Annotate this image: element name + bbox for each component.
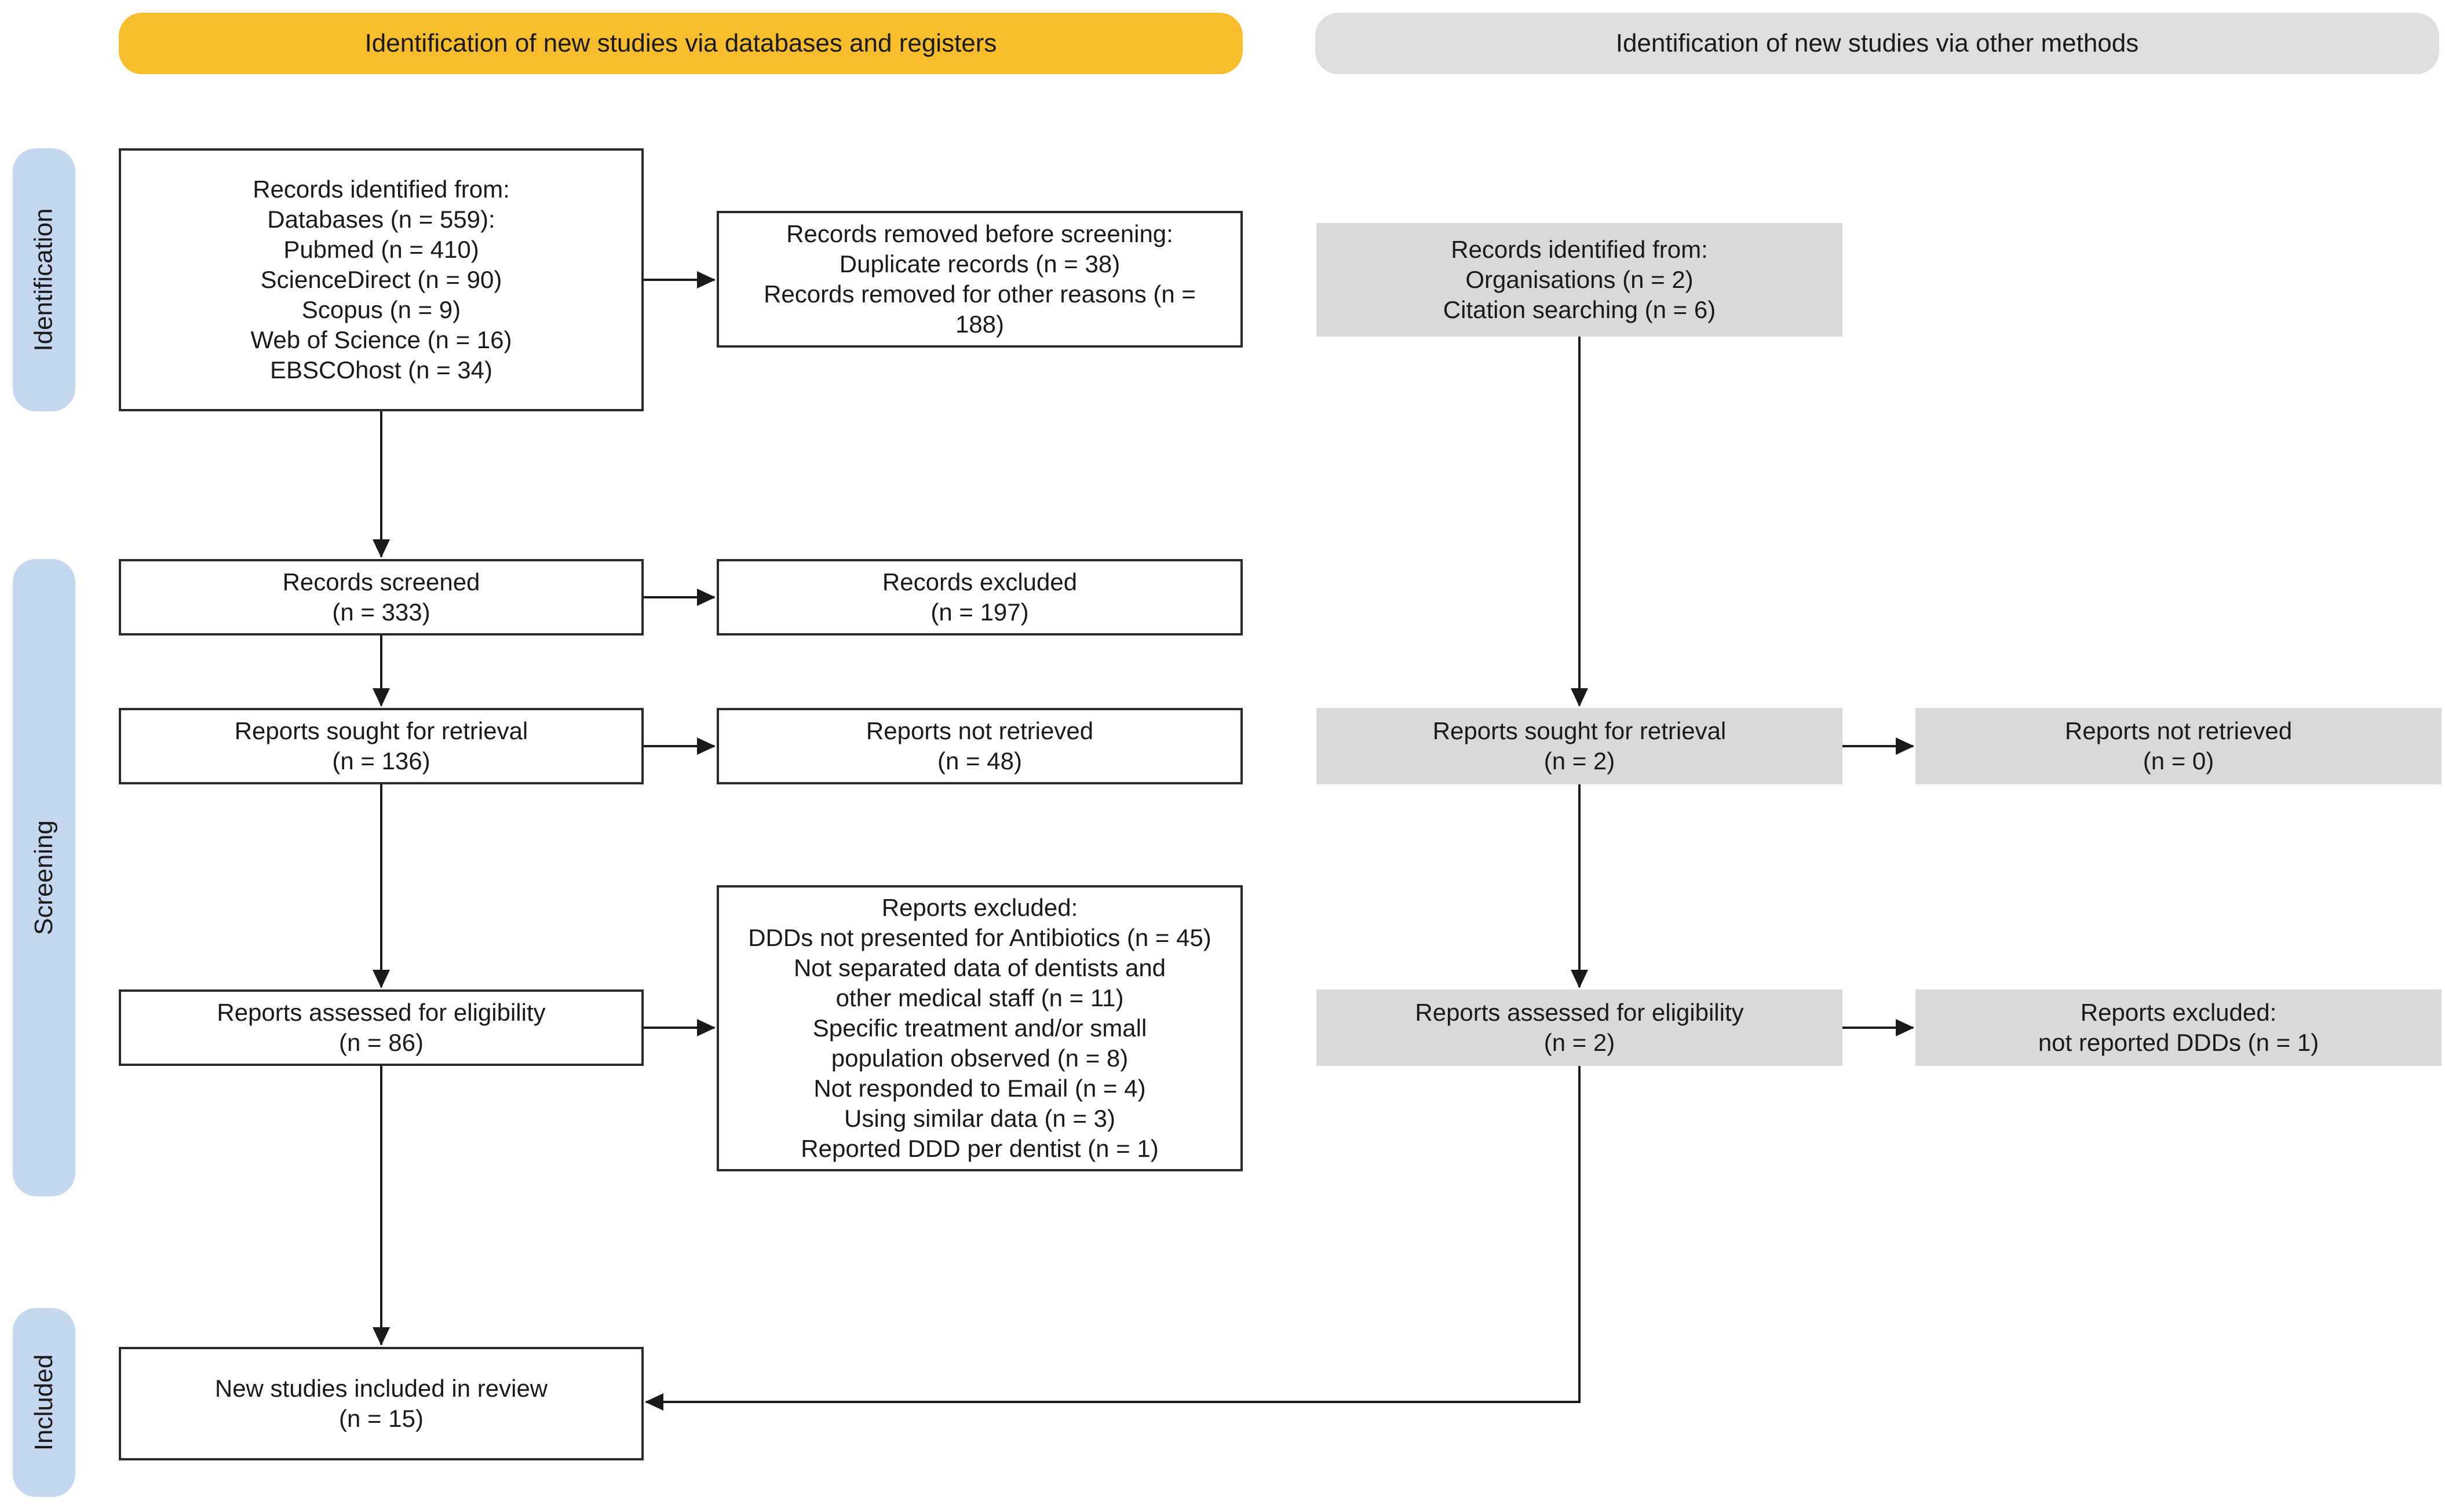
box-line: Records identified from: xyxy=(253,176,510,203)
box-line: Records removed before screening: xyxy=(786,220,1173,247)
box-line: other medical staff (n = 11) xyxy=(835,984,1124,1011)
box-line: Web of Science (n = 16) xyxy=(250,326,512,353)
box-line: Records excluded xyxy=(882,568,1078,596)
reports-excluded-other-box: Reports excluded: not reported DDDs (n =… xyxy=(1915,989,2442,1066)
box-line: Reports not retrieved xyxy=(866,717,1094,744)
stage-included: Included xyxy=(13,1308,75,1497)
box-line: Records removed for other reasons (n = xyxy=(764,280,1196,308)
box-line: Citation searching (n = 6) xyxy=(1443,296,1716,323)
box-line: Reports assessed for eligibility xyxy=(1415,999,1744,1026)
box-line: population observed (n = 8) xyxy=(831,1044,1129,1072)
box-line: (n = 86) xyxy=(339,1029,424,1056)
box-line: Reports excluded: xyxy=(881,894,1078,921)
box-line: Pubmed (n = 410) xyxy=(283,236,479,263)
box-line: Reported DDD per dentist (n = 1) xyxy=(801,1135,1159,1162)
box-line: (n = 0) xyxy=(2143,747,2214,775)
box-line: Records screened xyxy=(282,568,480,596)
header-other-methods: Identification of new studies via other … xyxy=(1315,13,2439,74)
reports-assessed-other-box: Reports assessed for eligibility (n = 2) xyxy=(1316,989,1842,1066)
box-line: Databases (n = 559): xyxy=(267,206,495,233)
box-line: Specific treatment and/or small xyxy=(812,1014,1147,1042)
box-line: Records identified from: xyxy=(1451,236,1708,263)
reports-sought-other-box: Reports sought for retrieval (n = 2) xyxy=(1316,708,1842,784)
reports-not-retrieved-databases-box: Reports not retrieved (n = 48) xyxy=(717,708,1243,784)
box-line: Scopus (n = 9) xyxy=(301,296,461,323)
box-line: ScienceDirect (n = 90) xyxy=(260,266,502,293)
header-databases-label: Identification of new studies via databa… xyxy=(364,29,997,57)
box-line: Not separated data of dentists and xyxy=(793,954,1166,981)
box-line: DDDs not presented for Antibiotics (n = … xyxy=(748,924,1211,951)
box-line: Organisations (n = 2) xyxy=(1465,266,1694,293)
box-line: 188) xyxy=(955,311,1005,338)
stage-identification: Identification xyxy=(13,148,75,411)
records-screened-box: Records screened (n = 333) xyxy=(119,559,644,636)
box-line: (n = 2) xyxy=(1543,1029,1615,1056)
records-identified-databases-box: Records identified from: Databases (n = … xyxy=(119,148,644,411)
box-line: EBSCOhost (n = 34) xyxy=(269,356,492,384)
box-line: Not responded to Email (n = 4) xyxy=(813,1075,1146,1102)
box-line: (n = 48) xyxy=(937,747,1022,775)
studies-included-box: New studies included in review (n = 15) xyxy=(119,1347,644,1460)
records-removed-box: Records removed before screening: Duplic… xyxy=(717,211,1243,348)
box-line: Using similar data (n = 3) xyxy=(844,1105,1115,1132)
box-line: (n = 2) xyxy=(1543,747,1615,775)
reports-excluded-databases-box: Reports excluded: DDDs not presented for… xyxy=(717,885,1243,1171)
box-line: Reports not retrieved xyxy=(2064,717,2293,744)
box-line: Reports sought for retrieval xyxy=(234,717,528,744)
records-excluded-box: Records excluded (n = 197) xyxy=(717,559,1243,636)
header-databases-registers: Identification of new studies via databa… xyxy=(119,13,1243,74)
box-line: (n = 136) xyxy=(332,747,430,775)
box-line: Reports excluded: xyxy=(2080,999,2277,1026)
box-line: (n = 197) xyxy=(930,598,1029,626)
stage-screening: Screening xyxy=(13,559,75,1196)
box-line: Duplicate records (n = 38) xyxy=(839,250,1121,277)
box-line: New studies included in review xyxy=(214,1375,548,1402)
reports-assessed-databases-box: Reports assessed for eligibility (n = 86… xyxy=(119,989,644,1066)
box-line: not reported DDDs (n = 1) xyxy=(2038,1029,2319,1056)
box-line: (n = 333) xyxy=(332,598,430,626)
header-other-label: Identification of new studies via other … xyxy=(1615,29,2139,57)
box-line: (n = 15) xyxy=(339,1405,424,1432)
reports-not-retrieved-other-box: Reports not retrieved (n = 0) xyxy=(1915,708,2442,784)
records-identified-other-box: Records identified from: Organisations (… xyxy=(1316,223,1842,337)
box-line: Reports assessed for eligibility xyxy=(217,999,546,1026)
reports-sought-databases-box: Reports sought for retrieval (n = 136) xyxy=(119,708,644,784)
box-line: Reports sought for retrieval xyxy=(1432,717,1727,744)
arrow-other-assessed-to-included xyxy=(645,1066,1581,1411)
